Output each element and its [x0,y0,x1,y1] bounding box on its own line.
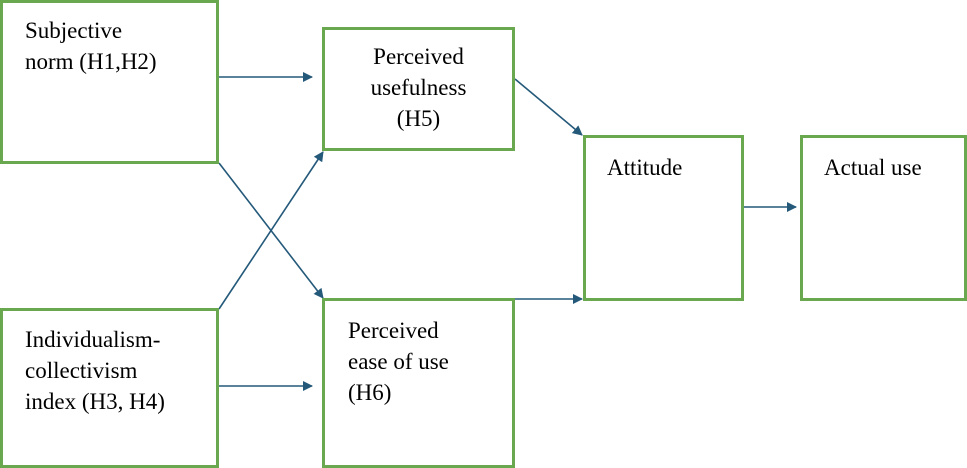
node-individualism-collectivism-label: Individualism- collectivism index (H3, H… [25,327,165,414]
node-actual-use: Actual use [800,135,967,301]
edge-perceived-usefulness-to-attitude [514,78,583,136]
edge-individualism-collectivism-to-perceived-usefulness [218,151,324,310]
node-perceived-usefulness: Perceived usefulness (H5) [322,27,515,151]
node-actual-use-label: Actual use [824,155,922,180]
node-subjective-norm: Subjective norm (H1,H2) [0,0,219,164]
node-attitude: Attitude [583,135,744,301]
node-perceived-usefulness-label: Perceived usefulness (H5) [370,44,467,131]
node-subjective-norm-label: Subjective norm (H1,H2) [25,18,157,74]
node-individualism-collectivism: Individualism- collectivism index (H3, H… [0,308,219,468]
node-perceived-ease-of-use: Perceived ease of use (H6) [322,298,515,468]
node-perceived-ease-of-use-label: Perceived ease of use (H6) [348,318,449,405]
node-attitude-label: Attitude [607,155,683,180]
